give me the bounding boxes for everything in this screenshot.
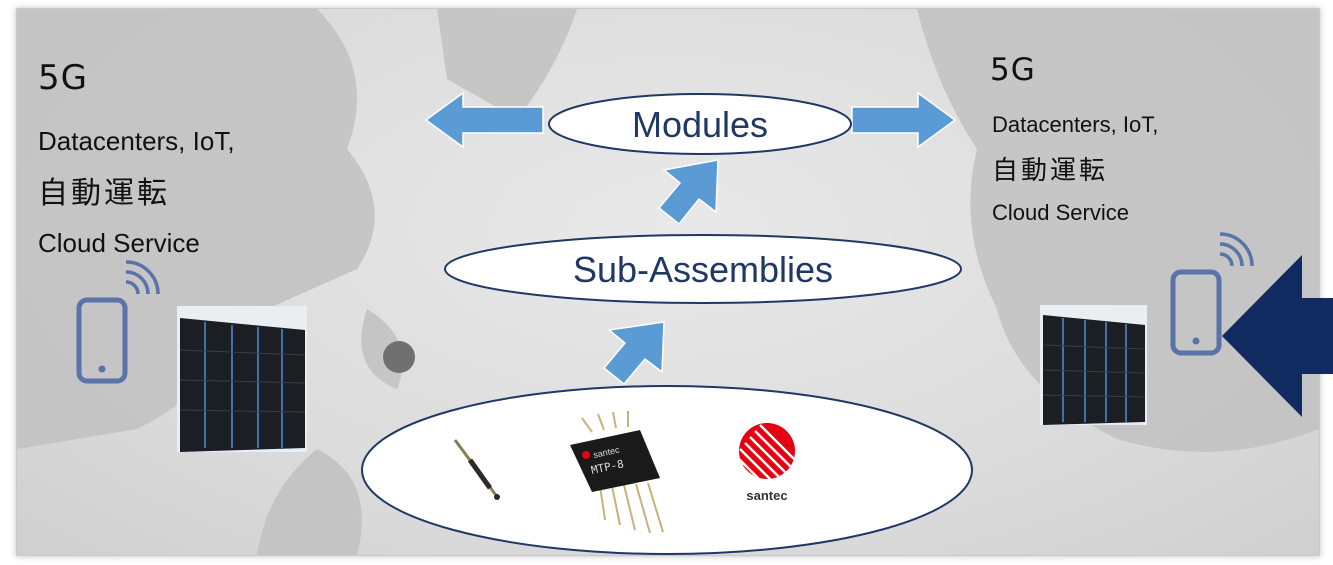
components-ellipse	[361, 385, 973, 555]
left-5g-title: 5G	[38, 58, 88, 98]
signal-icon-left	[125, 260, 160, 295]
server-rack-image-right	[1040, 305, 1147, 425]
modules-ellipse	[548, 93, 852, 155]
arrow-up-to-subassemblies	[602, 321, 665, 386]
right-applications-line: Datacenters, IoT,	[992, 112, 1159, 137]
server-rack-image-left	[177, 306, 307, 452]
japan-dot	[383, 341, 415, 373]
arrow-left	[424, 91, 544, 149]
subassemblies-label: Sub-Assemblies	[573, 249, 833, 290]
arrow-up-to-modules	[657, 159, 719, 226]
santec-logo: santec	[739, 423, 795, 503]
smartphone-icon-right	[1170, 269, 1222, 356]
santec-logo-text: santec	[746, 488, 787, 503]
fiber-component-image	[453, 439, 500, 500]
arrow-right	[851, 91, 957, 149]
right-cloud-service: Cloud Service	[992, 200, 1129, 225]
left-cloud-service: Cloud Service	[38, 228, 200, 258]
right-5g-title: 5G	[990, 52, 1036, 88]
right-autonomous-driving: 自動運転	[992, 156, 1109, 186]
dark-inbound-arrow	[1222, 255, 1333, 417]
left-autonomous-driving: 自動運転	[38, 176, 170, 211]
mtp-chip-image: santec MTP-8	[570, 411, 664, 534]
modules-label: Modules	[632, 104, 768, 145]
signal-icon-right	[1219, 232, 1254, 267]
subassemblies-ellipse	[444, 234, 962, 304]
left-applications-line: Datacenters, IoT,	[38, 126, 235, 156]
smartphone-icon-left	[76, 297, 128, 384]
